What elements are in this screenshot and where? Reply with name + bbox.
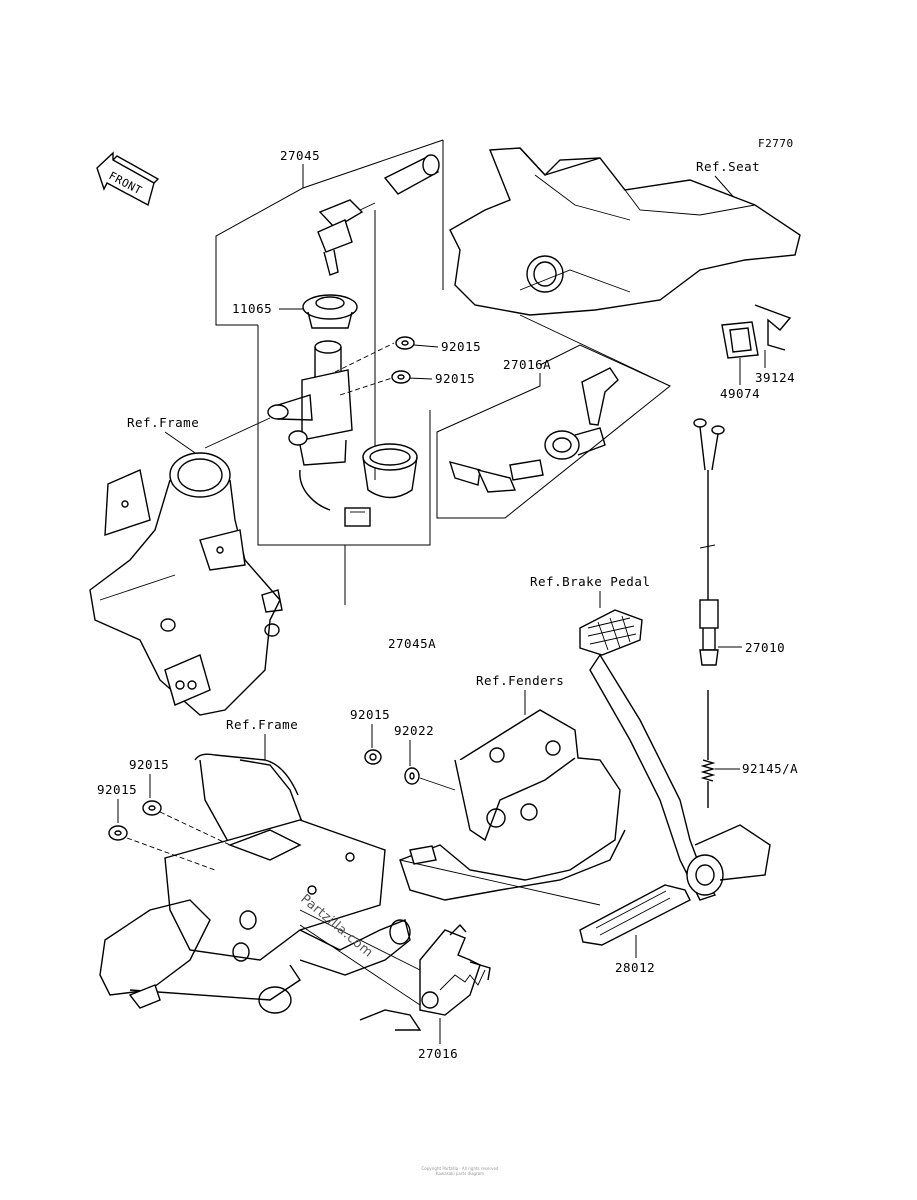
label-11065: 11065 bbox=[232, 301, 272, 316]
nut-icon bbox=[364, 749, 382, 765]
label-92015-b: 92015 bbox=[435, 371, 475, 386]
clip-icon bbox=[721, 304, 792, 359]
ref-fenders-label: Ref.Fenders bbox=[476, 673, 564, 688]
nut-icon bbox=[142, 800, 162, 816]
label-39124: 39124 bbox=[755, 370, 795, 385]
nut-icon bbox=[395, 336, 415, 350]
label-27016a: 27016A bbox=[503, 357, 551, 372]
footer-line: Kawasaki parts diagram bbox=[435, 1171, 485, 1176]
label-92015-d: 92015 bbox=[129, 757, 169, 772]
brake-switch-icon bbox=[693, 418, 725, 666]
label-92015-e: 92015 bbox=[97, 782, 137, 797]
label-92022: 92022 bbox=[394, 723, 434, 738]
label-92015-a: 92015 bbox=[441, 339, 481, 354]
copyright-footer: Copyright Partzilla · All rights reserve… bbox=[330, 1166, 590, 1176]
label-49074: 49074 bbox=[720, 386, 760, 401]
frame-steering-head-icon bbox=[89, 452, 283, 716]
ignition-switch-icon bbox=[267, 340, 371, 527]
front-arrow-icon: FRONT bbox=[96, 151, 160, 207]
figure-code: F2770 bbox=[758, 137, 794, 150]
fender-bracket-icon bbox=[399, 709, 626, 901]
seat-body-icon bbox=[449, 147, 801, 316]
cap-icon bbox=[302, 294, 358, 329]
seat-latch-icon bbox=[359, 923, 491, 1031]
label-92145a: 92145/A bbox=[742, 761, 798, 776]
label-92015-c: 92015 bbox=[350, 707, 390, 722]
label-27045a: 27045A bbox=[388, 636, 436, 651]
footer-line: Copyright Partzilla · All rights reserve… bbox=[421, 1166, 499, 1171]
label-27016: 27016 bbox=[418, 1046, 458, 1061]
ref-frame-bottom-label: Ref.Frame bbox=[226, 717, 298, 732]
lower-frame-icon bbox=[99, 753, 411, 1014]
label-27045: 27045 bbox=[280, 148, 320, 163]
ignition-key-icon bbox=[317, 154, 440, 276]
spring-icon bbox=[700, 690, 716, 808]
seat-lock-icon bbox=[448, 367, 619, 493]
nut-icon bbox=[391, 370, 411, 384]
pedal-pad-icon bbox=[579, 884, 691, 946]
label-28012: 28012 bbox=[615, 960, 655, 975]
nut-icon bbox=[108, 825, 128, 841]
ref-seat-label: Ref.Seat bbox=[696, 159, 760, 174]
washer-icon bbox=[404, 767, 420, 785]
label-27010: 27010 bbox=[745, 640, 785, 655]
ref-frame-top-label: Ref.Frame bbox=[127, 415, 199, 430]
brake-pedal-icon bbox=[579, 609, 771, 901]
bushing-icon bbox=[362, 443, 418, 499]
ref-brake-pedal-label: Ref.Brake Pedal bbox=[530, 574, 650, 589]
